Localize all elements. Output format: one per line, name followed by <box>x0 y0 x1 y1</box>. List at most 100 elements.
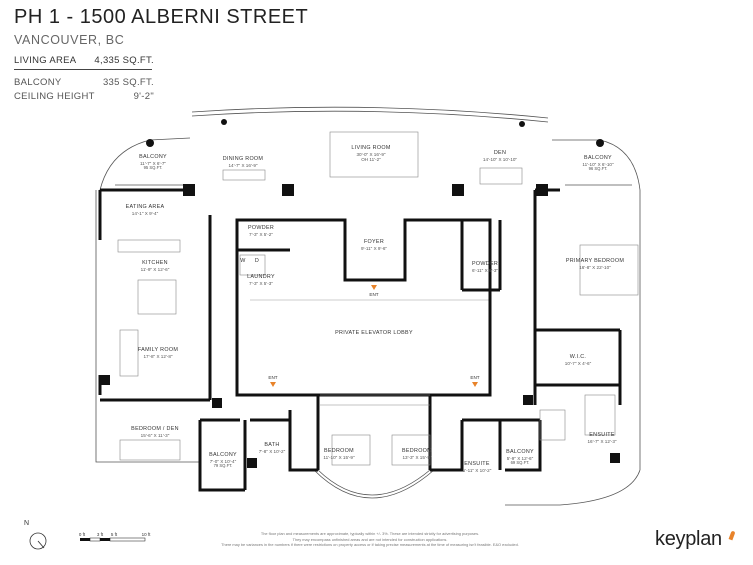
stat-value: 335 SQ.FT. <box>102 77 154 88</box>
scale-label: 5 ft <box>110 532 118 537</box>
room-balcony-sw: BALCONY 7'-0" X 10'-4" 79 SQ.FT. <box>209 452 237 468</box>
column <box>100 375 110 385</box>
family-sofa <box>119 329 139 377</box>
wall <box>198 420 245 492</box>
living-sofa-set <box>329 131 419 178</box>
north-arrow <box>29 532 47 550</box>
disclaimer: The floor plan and measurements are appr… <box>190 531 550 548</box>
north-needle <box>37 540 45 549</box>
room-bedroom-den: BEDROOM / DEN 15'-6" X 11'-3" <box>131 426 179 438</box>
column-round <box>596 139 604 147</box>
room-powder-east: POWDER 6'-11" X 6'-3" <box>471 261 499 273</box>
room-balcony-ne: BALCONY 11'-10" X 6'-10" 96 SQ.FT. <box>582 155 614 171</box>
room-powder-west: POWDER 7'-3" X 5'-2" <box>247 225 275 237</box>
kitchen-counter <box>117 239 181 253</box>
room-balcony-se: BALCONY 5'-9" X 12'-6" 69 SQ.FT. <box>506 449 534 465</box>
bedroom-bed <box>391 434 431 466</box>
column <box>212 398 222 408</box>
furniture <box>117 131 639 466</box>
column <box>452 184 464 196</box>
laundry-machines <box>239 254 266 276</box>
stat-label: CEILING HEIGHT <box>14 91 95 102</box>
washer-label: W <box>240 258 246 264</box>
room-kitchen: KITCHEN 11'-9" X 12'-6" <box>140 260 170 272</box>
dryer-label: D <box>254 258 260 264</box>
lobby-cabinets <box>320 394 430 406</box>
room-bath: BATH 7'-8" X 10'-2" <box>258 442 286 454</box>
stat-label: BALCONY <box>14 77 62 88</box>
keyplan-logo: keyplan <box>655 528 722 550</box>
scale-seg <box>80 538 90 541</box>
entry-label-west: ENT <box>268 375 278 380</box>
entry-label-east: ENT <box>470 375 480 380</box>
room-ensuite-east: ENSUITE 16'-7" X 12'-3" <box>587 432 617 444</box>
room-den: DEN 14'-10" X 10'-10" <box>482 150 518 162</box>
room-balcony-nw: BALCONY 11'-7" X 6'-7" 95 SQ.FT. <box>139 154 167 170</box>
room-elevator-lobby: PRIVATE ELEVATOR LOBBY <box>335 330 413 336</box>
room-living: LIVING ROOM 30'-0" X 16'-9" OH 11'-2" <box>351 145 391 162</box>
scale-seg <box>109 537 146 542</box>
stat-value: 4,335 SQ.FT. <box>94 55 154 66</box>
kitchen-island <box>137 279 177 315</box>
stat-value: 9'-2" <box>133 91 154 102</box>
wall <box>288 410 318 472</box>
entry-arrow-east <box>472 382 478 387</box>
stat-label: LIVING AREA <box>14 55 77 66</box>
living-top-curve-inner <box>191 110 549 123</box>
room-ensuite-south: ENSUITE 5'-11" X 10'-2" <box>462 461 492 473</box>
scale-seg <box>100 538 110 541</box>
balcony-outlines <box>95 106 641 506</box>
living-top-curve <box>191 106 549 119</box>
column <box>536 184 548 196</box>
room-wic: W.I.C. 10'-7" X 4'-6" <box>564 354 592 366</box>
room-foyer: FOYER 9'-11" X 9'-6" <box>360 239 388 251</box>
north-label: N <box>24 520 30 527</box>
room-bedroom-2: BEDROOM 13'-3" X 15'-9" <box>402 448 432 460</box>
room-family: FAMILY ROOM 17'-8" X 12'-8" <box>137 347 179 359</box>
disclaimer-line: The floor plan and measurements are appr… <box>260 531 480 536</box>
column-round <box>519 121 525 127</box>
disclaimer-line: They may encompass unfinished areas and … <box>292 536 448 542</box>
bedroom-den-bed <box>119 439 181 461</box>
disclaimer-line: There may be variances in the numbers if… <box>221 542 519 548</box>
column <box>282 184 294 196</box>
room-dining: DINING ROOM 14'-7" X 16'-9" <box>222 156 264 168</box>
wall <box>430 420 464 472</box>
ensuite-shower <box>539 409 566 441</box>
bedroom-bed <box>331 434 371 466</box>
entry-label-foyer: ENT <box>369 292 379 297</box>
south-bay-curve <box>317 469 431 496</box>
entry-arrow-foyer <box>371 285 377 290</box>
entry-arrow-west <box>270 382 276 387</box>
column <box>610 453 620 463</box>
header-divider <box>14 69 152 70</box>
primary-bed <box>579 244 639 296</box>
scale-bar <box>80 537 146 542</box>
scale-label: 0 ft <box>78 532 86 537</box>
interior-walls <box>98 188 622 492</box>
listing-city: VANCOUVER, BC <box>14 33 125 47</box>
column <box>183 184 195 196</box>
column-round <box>221 119 227 125</box>
southeast-curve <box>505 469 641 506</box>
room-eating-area: EATING AREA 14'-1" X 9'-4" <box>125 204 165 216</box>
room-laundry: LAUNDRY 7'-3" X 5'-3" <box>247 274 275 286</box>
scale-label: 3 ft <box>96 532 104 537</box>
listing-title: PH 1 - 1500 ALBERNI STREET <box>14 6 309 28</box>
column <box>523 395 533 405</box>
dining-table <box>222 169 266 181</box>
column-round <box>146 139 154 147</box>
structural-columns <box>100 119 620 468</box>
ensuite-tub <box>584 394 616 436</box>
south-bay-curve-outer <box>313 469 435 499</box>
column <box>247 458 257 468</box>
room-bedroom-1: BEDROOM 11'-10" X 15'-9" <box>323 448 355 460</box>
den-desk <box>479 167 523 185</box>
scale-seg <box>89 537 101 542</box>
southwest-outline <box>95 400 200 463</box>
north-circle <box>29 532 47 550</box>
entry-arrows <box>270 285 478 387</box>
scale-label: 10 ft <box>141 532 151 537</box>
room-primary-bedroom: PRIMARY BEDROOM 16'-8" X 22'-10" <box>565 258 625 270</box>
